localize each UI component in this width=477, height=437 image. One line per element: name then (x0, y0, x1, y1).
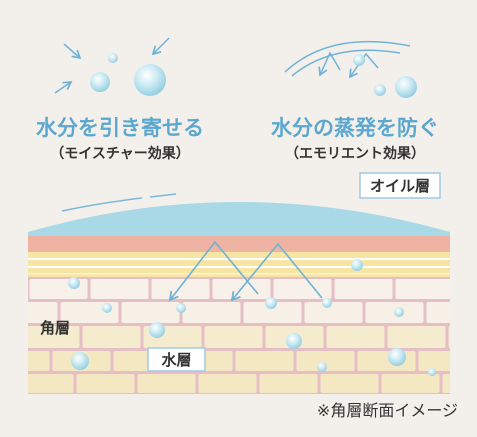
caption: ※角層断面イメージ (317, 401, 458, 420)
label-box (359, 172, 441, 199)
skin-cell (326, 326, 385, 348)
emollient-title: 水分の蒸発を防ぐ (271, 116, 439, 140)
skin-cell (334, 279, 393, 299)
water-bubbles (68, 259, 436, 376)
skin-cell (28, 374, 74, 393)
water-droplet-icon (108, 53, 118, 63)
oil-layer (28, 202, 450, 238)
skin-cell (426, 302, 450, 323)
skin-cell (448, 326, 450, 348)
skin-cell (259, 374, 318, 393)
skin-cell (296, 351, 355, 371)
skin-cell (198, 374, 257, 393)
skin-cell (357, 351, 416, 371)
emollient-subtitle: （エモリエント効果） (285, 145, 425, 162)
skin-cell (28, 302, 58, 323)
down-arrow-icon (230, 242, 323, 302)
arrow-icon (151, 37, 170, 56)
band-line (28, 273, 450, 275)
skin-cell (204, 326, 263, 348)
water-bubble-icon (265, 297, 277, 309)
label-box (147, 347, 206, 372)
bounce-arrow-icon (318, 51, 341, 77)
bounce-arrow-icon (349, 52, 379, 79)
water-layer-label: 水層 (147, 347, 206, 372)
water-bubble-icon (351, 259, 363, 271)
skin-cell (235, 351, 294, 371)
skin-cell (82, 326, 141, 348)
skin-cell (76, 374, 135, 393)
water-bubble-icon (388, 348, 406, 366)
water-droplet-icon (395, 76, 417, 98)
stratum-corneum-label: 角層 (40, 319, 70, 337)
band-line (28, 258, 450, 260)
water-droplet-icon (134, 64, 166, 96)
skin-cell (243, 302, 302, 323)
shine-line (61, 197, 143, 212)
down-arrow-icon (168, 240, 259, 302)
water-droplet-icon (90, 72, 110, 92)
water-droplet-icon (353, 54, 365, 66)
water-bubble-icon (149, 322, 165, 338)
water-bubble-icon (68, 277, 80, 289)
moisture-illustration (54, 37, 170, 96)
moisture-subtitle: （モイスチャー効果） (50, 145, 189, 162)
skin-cell (28, 326, 80, 348)
skin-cell (182, 302, 241, 323)
water-bubble-icon (176, 303, 186, 313)
skin-cell (28, 351, 50, 371)
band-line (28, 266, 450, 268)
water-bubble-icon (71, 352, 89, 370)
skin-cell (151, 279, 210, 299)
water-bubble-icon (317, 362, 327, 372)
water-droplet-icon (374, 84, 386, 96)
oil-barrier-arc (284, 40, 411, 73)
arrow-icon (54, 81, 73, 94)
arrow-icon (63, 43, 82, 60)
water-bubble-icon (394, 307, 404, 317)
oil-barrier-arc (291, 49, 401, 77)
skin-cell (137, 374, 196, 393)
shine-line (149, 193, 177, 198)
oil-layer-text: オイル層 (370, 177, 430, 195)
skin-cell (381, 374, 440, 393)
water-bubble-icon (286, 333, 302, 349)
skin-cell (304, 302, 363, 323)
skin-cell (121, 302, 180, 323)
moisture-title: 水分を引き寄せる (36, 116, 204, 140)
oil-layer-label: オイル層 (359, 172, 441, 199)
skin-cell (442, 374, 450, 393)
stratum-corneum-cells (28, 279, 450, 393)
emollient-illustration (284, 40, 417, 98)
water-bubble-icon (102, 303, 112, 313)
skin-cell (387, 326, 446, 348)
surface-layer (28, 236, 450, 252)
penetration-arrows (168, 240, 323, 302)
skin-cell (273, 279, 332, 299)
skin-cell (418, 351, 450, 371)
lipid-bands (28, 252, 450, 278)
skin-cell (395, 279, 450, 299)
water-bubble-icon (322, 298, 332, 308)
water-layer-text: 水層 (161, 351, 191, 369)
skin-cell (90, 279, 149, 299)
water-bubble-icon (428, 368, 436, 376)
skin-cell (320, 374, 379, 393)
